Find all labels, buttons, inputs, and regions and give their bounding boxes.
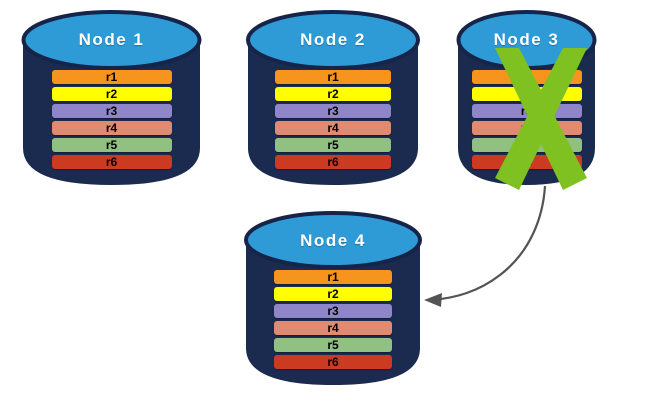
node-3-rows: r1 r2 r3 r4 r5 r6: [455, 70, 598, 169]
row-label: r5: [520, 138, 533, 152]
node-4[interactable]: Node 4 r1 r2 r3 r4 r5 r6: [243, 210, 423, 388]
row-label: r4: [327, 321, 339, 335]
node-1-row-r3[interactable]: r3: [51, 104, 172, 118]
row-label: r6: [520, 155, 533, 169]
node-3-row-r5[interactable]: r5: [471, 138, 582, 152]
row-label: r3: [327, 104, 339, 118]
node-3-row-r2[interactable]: r2: [471, 87, 582, 101]
node-4-rows: r1 r2 r3 r4 r5 r6: [243, 270, 423, 369]
node-3-row-r4[interactable]: r4: [471, 121, 582, 135]
row-label: r3: [105, 104, 118, 118]
node-1-rows: r1 r2 r3 r4 r5 r6: [20, 70, 203, 169]
node-2-row-r2[interactable]: r2: [275, 87, 391, 101]
row-label: r5: [327, 338, 339, 352]
row-label: r4: [105, 121, 118, 135]
row-label: r3: [327, 304, 339, 318]
row-label: r6: [327, 155, 339, 169]
node-2-row-r6[interactable]: r6: [275, 155, 391, 169]
row-label: r2: [520, 87, 533, 101]
node-4-row-r4[interactable]: r4: [274, 321, 392, 335]
node-1-row-r4[interactable]: r4: [51, 121, 172, 135]
row-label: r4: [520, 121, 533, 135]
arrow-head-icon: [424, 293, 442, 307]
row-label: r3: [520, 104, 533, 118]
node-4-row-r3[interactable]: r3: [274, 304, 392, 318]
node-2-row-r4[interactable]: r4: [275, 121, 391, 135]
row-label: r5: [327, 138, 339, 152]
row-label: r2: [105, 87, 118, 101]
node-1-row-r1[interactable]: r1: [51, 70, 172, 84]
row-label: r5: [105, 138, 118, 152]
node-3[interactable]: Node 3 r1 r2 r3 r4 r5 r6: [455, 8, 598, 188]
row-label: r1: [327, 70, 339, 84]
row-label: r6: [105, 155, 118, 169]
node-4-row-r6[interactable]: r6: [274, 355, 392, 369]
node-1-row-r6[interactable]: r6: [51, 155, 172, 169]
node-2[interactable]: Node 2 r1 r2 r3 r4 r5 r6: [245, 8, 421, 188]
node-3-row-r6[interactable]: r6: [471, 155, 582, 169]
node-1[interactable]: Node 1 r1 r2 r3 r4 r5 r6: [20, 8, 203, 188]
node-4-row-r5[interactable]: r5: [274, 338, 392, 352]
node-1-row-r2[interactable]: r2: [51, 87, 172, 101]
row-label: r2: [327, 87, 339, 101]
node-1-row-r5[interactable]: r5: [51, 138, 172, 152]
node-2-row-r5[interactable]: r5: [275, 138, 391, 152]
node-2-row-r3[interactable]: r3: [275, 104, 391, 118]
node-3-row-r1[interactable]: r1: [471, 70, 582, 84]
node-3-row-r3[interactable]: r3: [471, 104, 582, 118]
node-2-row-r1[interactable]: r1: [275, 70, 391, 84]
node-4-row-r2[interactable]: r2: [274, 287, 392, 301]
row-label: r1: [105, 70, 118, 84]
row-label: r1: [327, 270, 339, 284]
row-label: r1: [520, 70, 533, 84]
row-label: r4: [327, 121, 339, 135]
row-label: r6: [327, 355, 339, 369]
node-2-rows: r1 r2 r3 r4 r5 r6: [245, 70, 421, 169]
row-label: r2: [327, 287, 339, 301]
node-4-row-r1[interactable]: r1: [274, 270, 392, 284]
